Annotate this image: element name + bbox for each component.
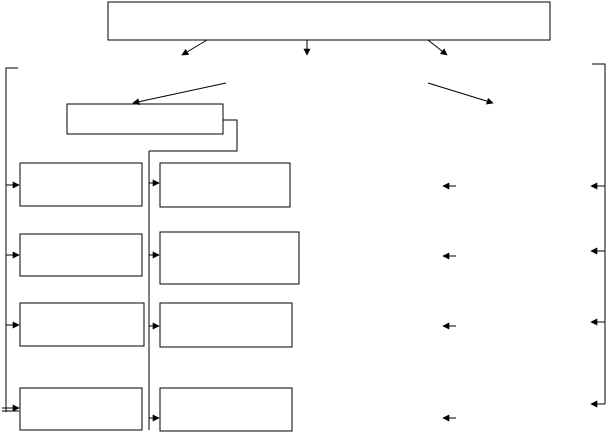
- mid-box-2: [159, 231, 300, 285]
- right-bracket: [592, 63, 606, 404]
- left-box-2: [19, 233, 143, 277]
- arrow-right-branch: [427, 82, 494, 105]
- left-box-4: [19, 387, 143, 431]
- arrow-top-right: [427, 39, 448, 56]
- arrow-top-left: [181, 39, 208, 56]
- top-box: [107, 1, 551, 41]
- mid-box-4: [159, 387, 293, 432]
- mid-box-1: [159, 162, 291, 208]
- middle-box: [66, 103, 224, 135]
- left-box-3: [19, 302, 145, 347]
- left-bracket: [5, 67, 18, 412]
- arrow-to-mid-box: [132, 82, 227, 106]
- left-box-1: [19, 162, 143, 207]
- mid-box-3: [159, 302, 293, 348]
- middle-box-connector: [149, 119, 238, 152]
